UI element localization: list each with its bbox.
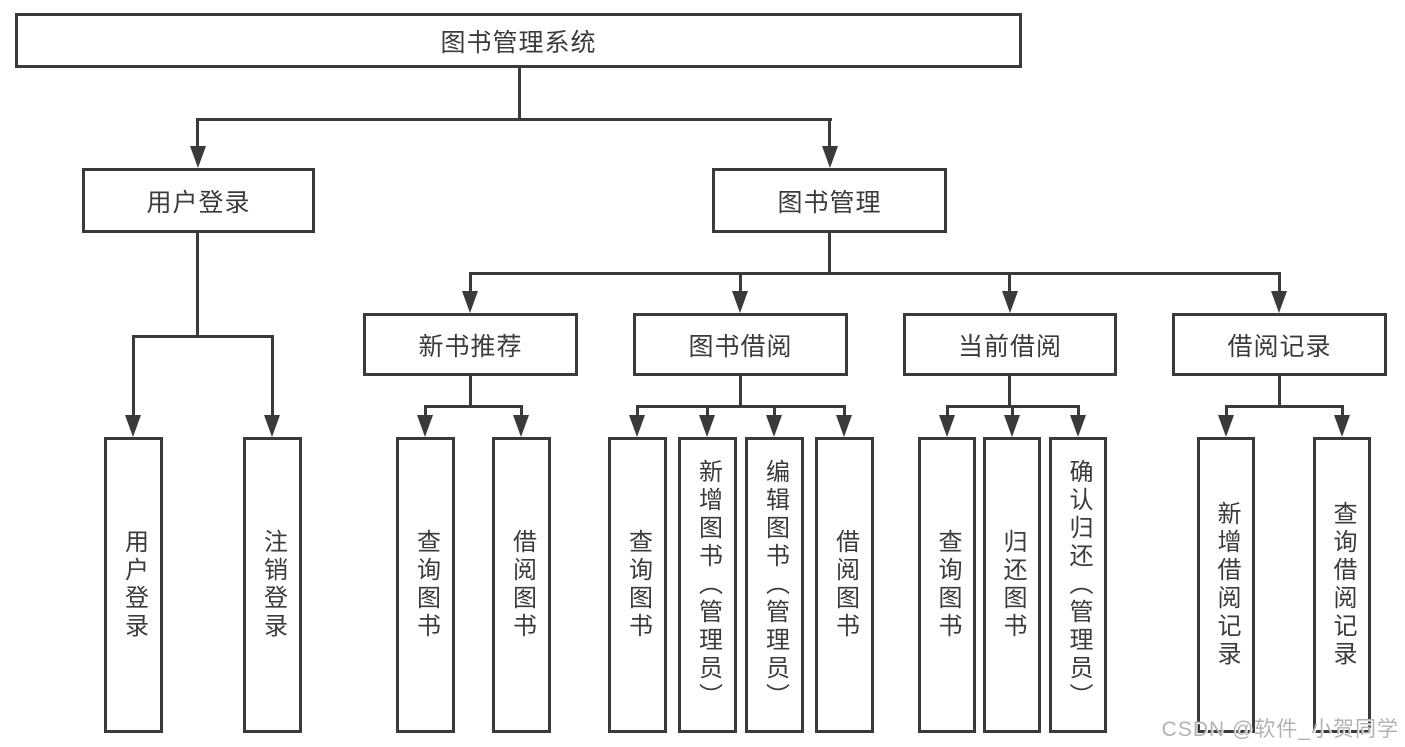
node-current-borrowing: 当前借阅 [903, 313, 1117, 376]
connector-line [773, 405, 776, 419]
connector-line [469, 272, 1281, 275]
arrowhead-down-icon [766, 415, 782, 437]
csdn-watermark: CSDN @软件_小贺同学 [1161, 718, 1399, 741]
arrowhead-down-icon [732, 291, 748, 313]
connector-line [1225, 405, 1228, 419]
leaf-user-login: 用户登录 [104, 437, 163, 733]
node-user-login: 用户登录 [82, 168, 315, 233]
connector-line [196, 233, 199, 335]
leaf-logout: 注销登录 [243, 437, 302, 733]
arrowhead-down-icon [1004, 415, 1020, 437]
connector-line [1077, 405, 1080, 419]
node-root-library-management-system: 图书管理系统 [15, 13, 1022, 68]
leaf-borrow-books-borrowing: 借阅图书 [815, 437, 874, 733]
leaf-edit-book-admin: 编辑图书（管理员） [745, 437, 804, 733]
leaf-query-books-current: 查询图书 [918, 437, 976, 733]
leaf-query-borrowing-record: 查询借阅记录 [1313, 437, 1371, 733]
connector-line [196, 118, 199, 150]
leaf-query-books-recommendation: 查询图书 [396, 437, 455, 733]
arrowhead-down-icon [190, 146, 206, 168]
node-book-management: 图书管理 [712, 168, 947, 233]
connector-line [1341, 405, 1344, 419]
connector-line [828, 233, 831, 275]
leaf-add-borrowing-record: 新增借阅记录 [1197, 437, 1255, 733]
connector-line [424, 405, 523, 408]
connector-line [636, 405, 639, 419]
leaf-return-book: 归还图书 [983, 437, 1041, 733]
arrowhead-down-icon [1218, 415, 1234, 437]
connector-line [469, 376, 472, 407]
arrowhead-down-icon [513, 415, 529, 437]
arrowhead-down-icon [125, 415, 141, 437]
connector-line [424, 405, 427, 419]
connector-line [469, 272, 472, 295]
connector-line [1011, 405, 1014, 419]
arrowhead-down-icon [836, 415, 852, 437]
arrowhead-down-icon [1002, 291, 1018, 313]
connector-line [1008, 272, 1011, 295]
arrowhead-down-icon [264, 415, 280, 437]
connector-line [636, 405, 846, 408]
leaf-add-book-admin: 新增图书（管理员） [678, 437, 737, 733]
connector-line [197, 118, 832, 121]
connector-line [518, 68, 521, 118]
arrowhead-down-icon [629, 415, 645, 437]
arrowhead-down-icon [822, 146, 838, 168]
node-new-book-recommendation: 新书推荐 [363, 313, 578, 376]
arrowhead-down-icon [417, 415, 433, 437]
connector-line [739, 376, 742, 407]
arrowhead-down-icon [1334, 415, 1350, 437]
connector-line [828, 118, 831, 150]
arrowhead-down-icon [699, 415, 715, 437]
arrowhead-down-icon [1271, 291, 1287, 313]
connector-line [1225, 405, 1344, 408]
leaf-borrow-books-recommendation: 借阅图书 [492, 437, 551, 733]
arrowhead-down-icon [462, 291, 478, 313]
connector-line [946, 405, 949, 419]
leaf-confirm-return-admin: 确认归还（管理员） [1049, 437, 1107, 733]
connector-line [520, 405, 523, 419]
connector-line [843, 405, 846, 419]
node-book-borrowing: 图书借阅 [633, 313, 848, 376]
connector-line [132, 335, 135, 419]
arrowhead-down-icon [1070, 415, 1086, 437]
connector-line [1008, 376, 1011, 407]
arrowhead-down-icon [939, 415, 955, 437]
node-borrowing-records: 借阅记录 [1172, 313, 1387, 376]
connector-line [132, 335, 274, 338]
connector-line [706, 405, 709, 419]
connector-line [1278, 376, 1281, 407]
connector-line [739, 272, 742, 295]
leaf-query-books-borrowing: 查询图书 [608, 437, 667, 733]
connector-line [271, 335, 274, 419]
connector-line [1278, 272, 1281, 295]
